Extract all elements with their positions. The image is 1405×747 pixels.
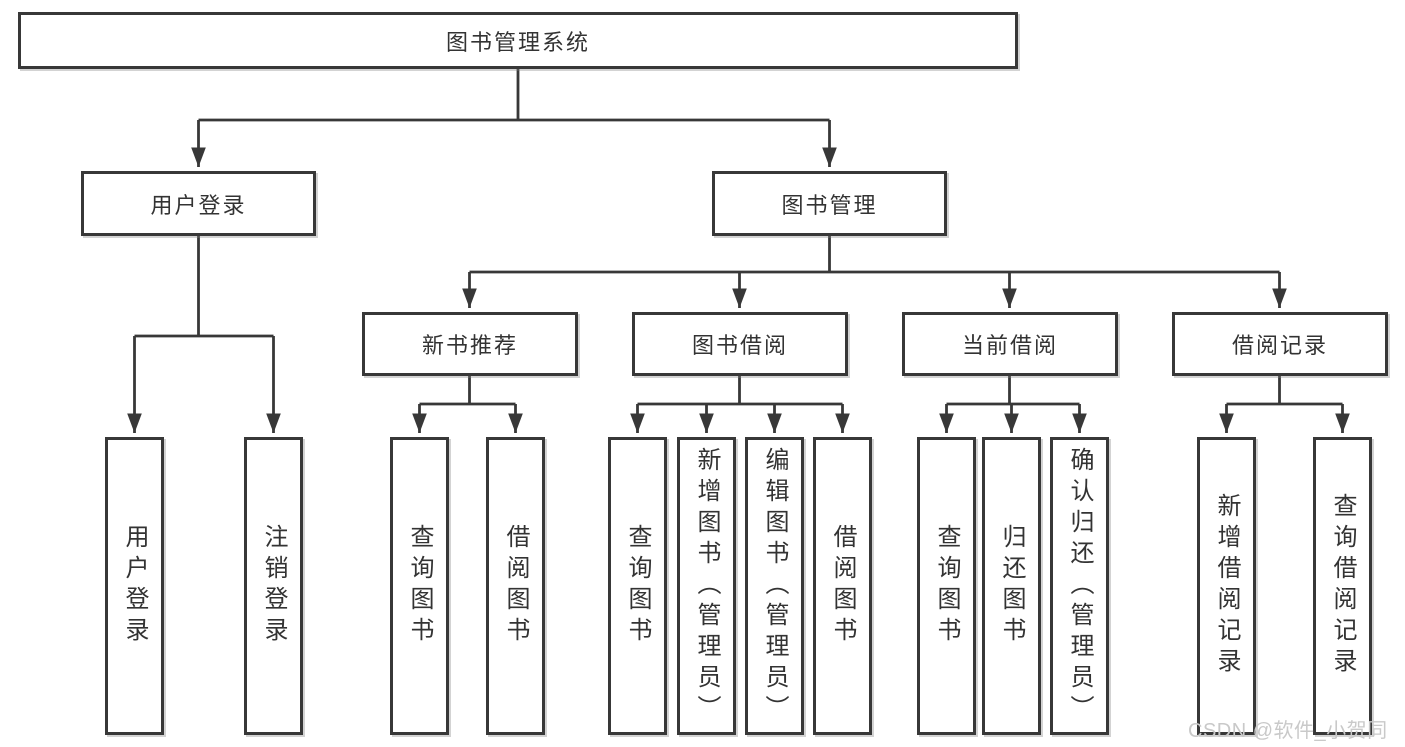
leaf-user-login: 用户登录 [105, 437, 164, 735]
leaf-add-borrow-record: 新增借阅记录 [1197, 437, 1256, 735]
node-book-management: 图书管理 [712, 171, 947, 236]
node-current-borrowing: 当前借阅 [902, 312, 1118, 376]
leaf-recommend-query-books: 查询图书 [390, 437, 449, 735]
node-book-borrowing: 图书借阅 [632, 312, 848, 376]
node-root-system: 图书管理系统 [18, 12, 1018, 69]
node-borrowing-records: 借阅记录 [1172, 312, 1388, 376]
leaf-logout: 注销登录 [244, 437, 303, 735]
csdn-watermark: CSDN @软件_小贺同学 [1188, 720, 1388, 742]
leaf-add-books-admin: 新增图书（管理员） [677, 437, 736, 735]
leaf-confirm-return-admin: 确认归还（管理员） [1050, 437, 1109, 735]
node-user-login: 用户登录 [81, 171, 316, 236]
leaf-edit-books-admin: 编辑图书（管理员） [745, 437, 804, 735]
leaf-return-books: 归还图书 [982, 437, 1041, 735]
leaf-borrow-query-books: 查询图书 [608, 437, 667, 735]
node-new-book-recommend: 新书推荐 [362, 312, 578, 376]
leaf-recommend-borrow-books: 借阅图书 [486, 437, 545, 735]
leaf-query-borrow-record: 查询借阅记录 [1313, 437, 1372, 735]
leaf-borrow-books: 借阅图书 [813, 437, 872, 735]
leaf-current-query-books: 查询图书 [917, 437, 976, 735]
